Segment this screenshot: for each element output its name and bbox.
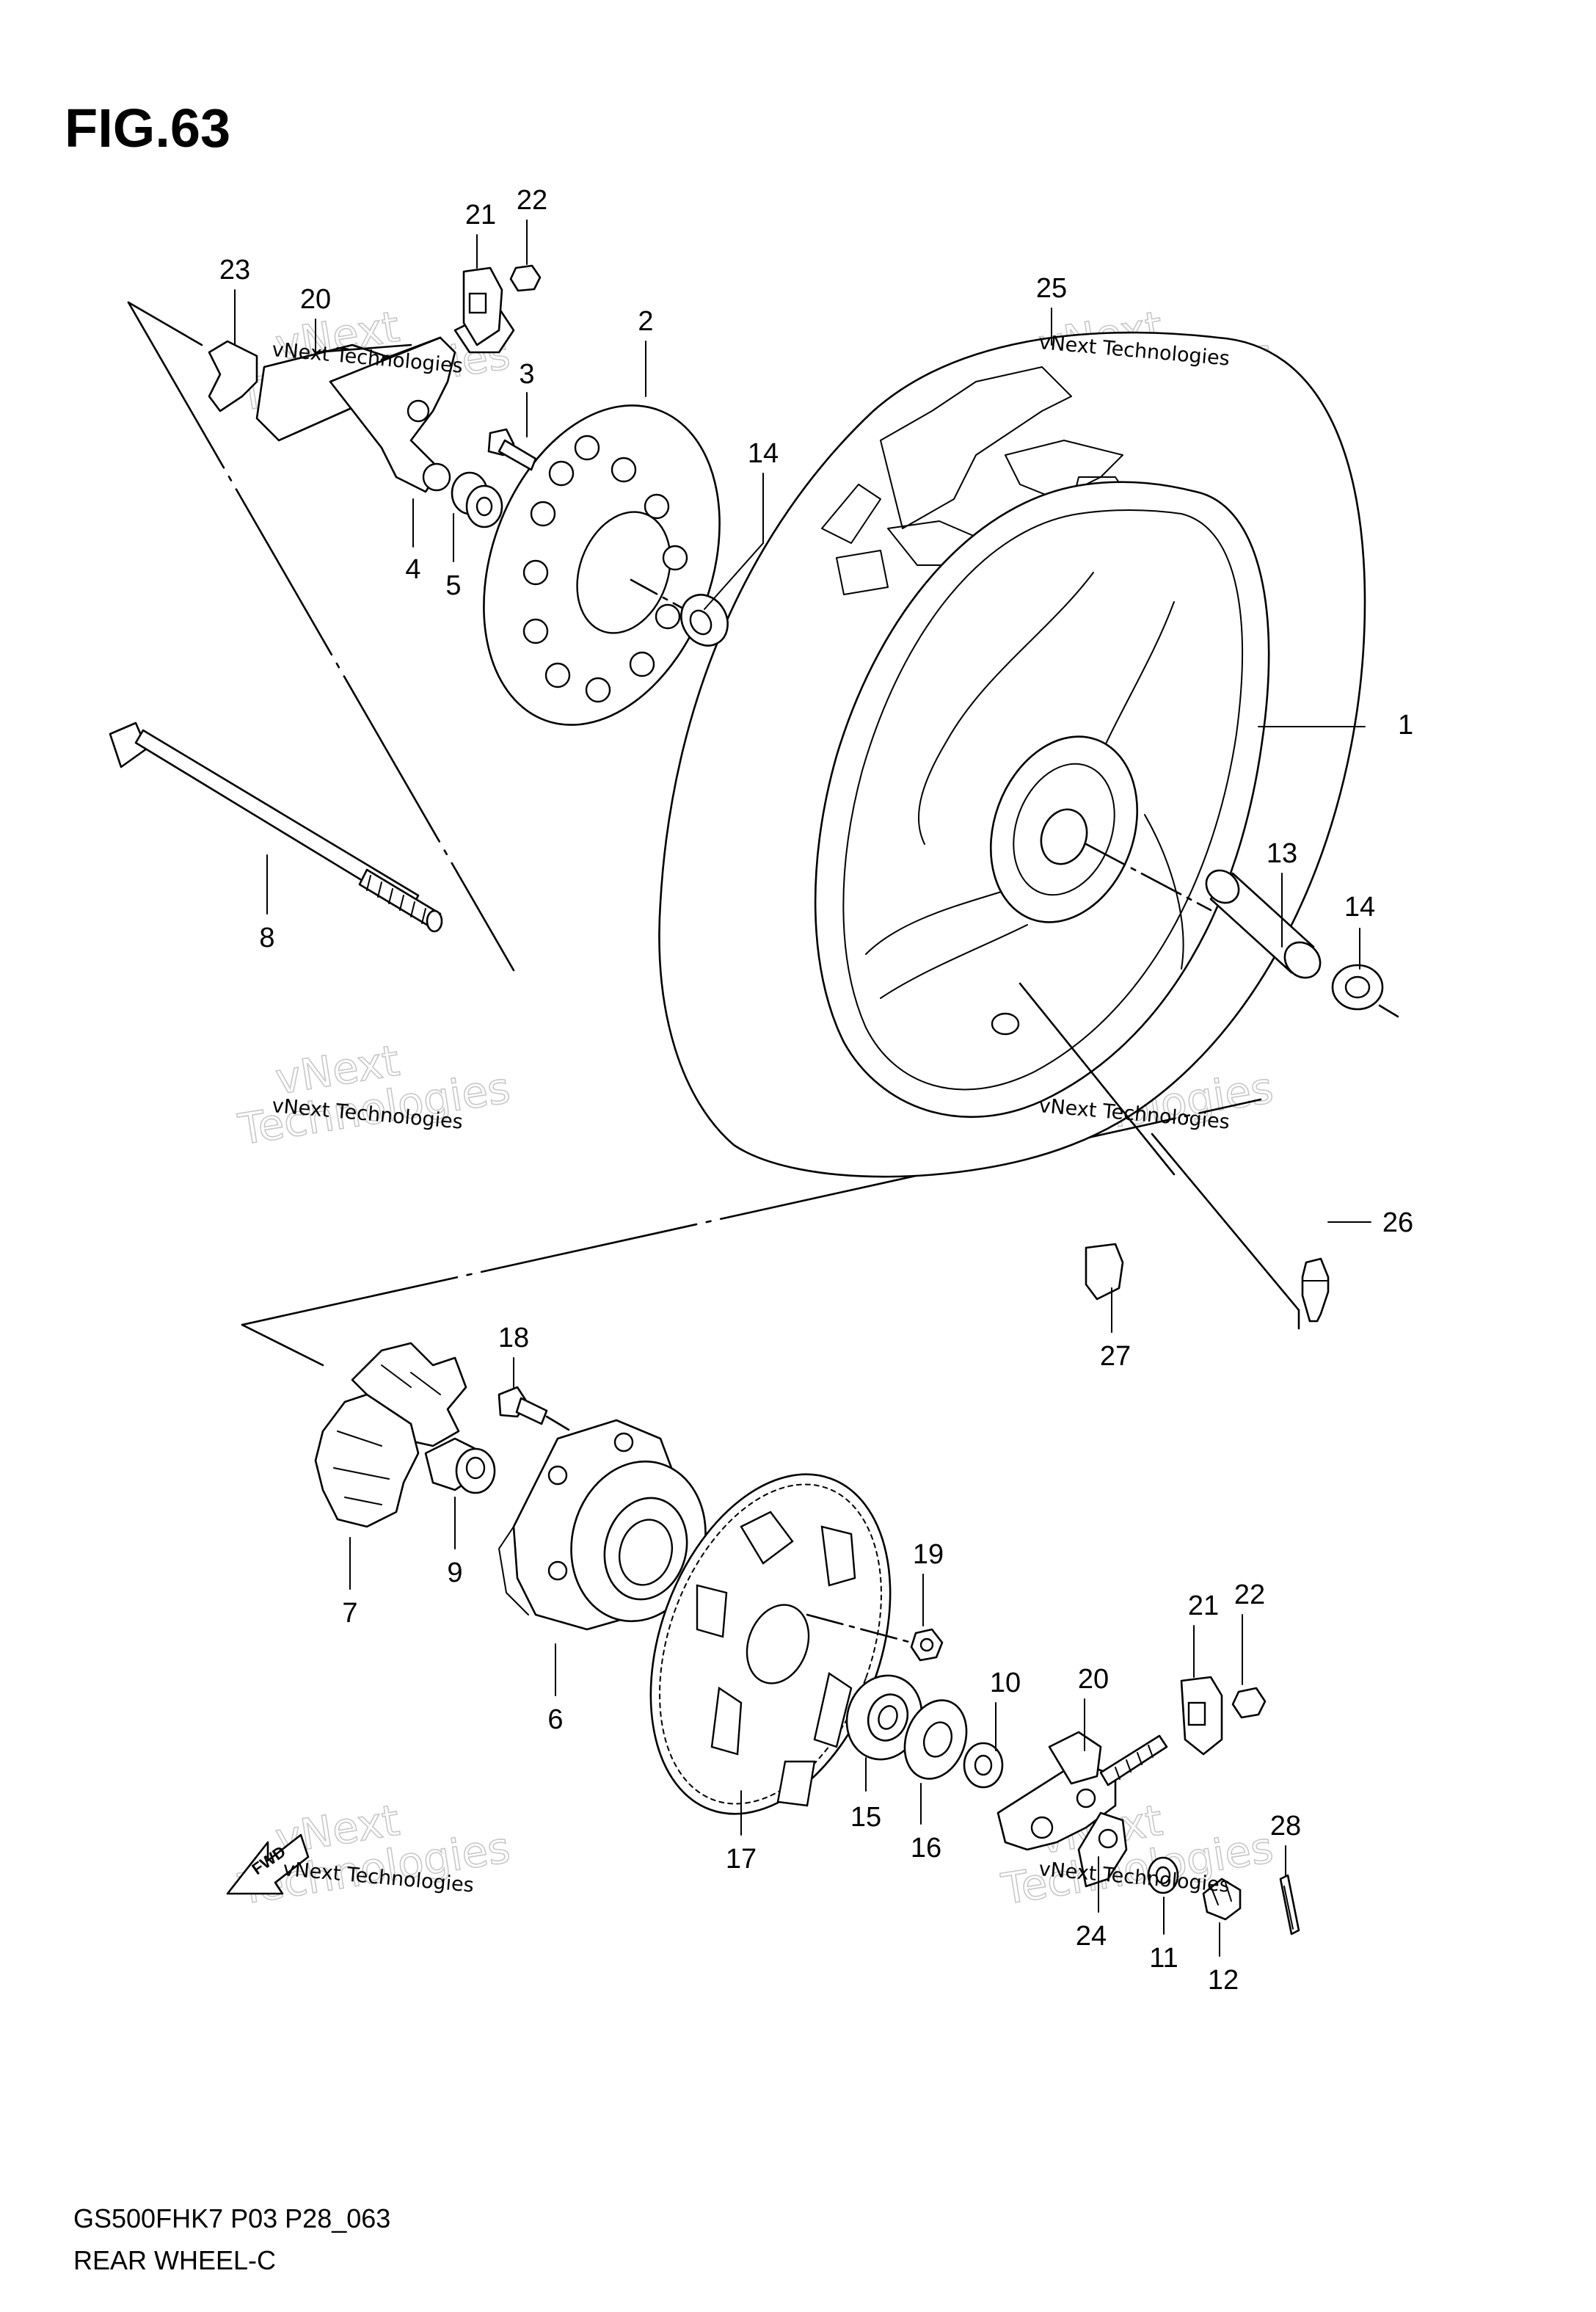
cotter-pin	[1279, 1874, 1300, 1935]
wheel-damper	[314, 1342, 467, 1528]
wheel-spacer	[1205, 869, 1322, 979]
callout: 26	[1382, 1207, 1413, 1238]
brake-disc	[483, 404, 721, 726]
spacer-washer	[903, 1699, 968, 1780]
wheel-bearing-right	[1331, 964, 1399, 1018]
bolt-3	[487, 428, 537, 471]
callout: 5	[445, 570, 461, 601]
callout: 8	[259, 923, 274, 953]
callout: 4	[405, 554, 420, 585]
callout: 18	[498, 1323, 529, 1353]
callout: 28	[1270, 1811, 1301, 1842]
figure-title: FIG.63	[65, 98, 230, 159]
callout: 11	[1149, 1943, 1178, 1974]
axle-nut	[1202, 1877, 1242, 1921]
callout: 23	[219, 255, 250, 286]
callout: 7	[342, 1598, 357, 1629]
callout: 14	[1344, 892, 1375, 923]
collar-5	[451, 471, 503, 528]
callout: 20	[1078, 1664, 1109, 1695]
figure-name: REAR WHEEL-C	[73, 2245, 276, 2275]
callout: 21	[465, 200, 496, 230]
callout: 10	[990, 1668, 1021, 1698]
sprocket-bearing	[845, 1674, 923, 1761]
axle	[109, 721, 443, 933]
sprocket-nut	[910, 1628, 944, 1662]
rear-wheel-rim	[814, 481, 1270, 1119]
callout: 13	[1267, 838, 1297, 869]
callout: 25	[1036, 273, 1067, 304]
chain-adjuster-right	[996, 1731, 1168, 1851]
tire-valve	[1301, 1257, 1330, 1323]
leader-lines	[234, 219, 1371, 1957]
axle-spacer	[963, 1742, 1004, 1789]
chain-adjuster-left	[208, 307, 515, 493]
wheel-bearing-left	[680, 594, 729, 647]
callout: 15	[850, 1802, 881, 1833]
sprocket-drum	[498, 1419, 707, 1631]
callout: 21	[1188, 1591, 1219, 1621]
callout: 19	[913, 1539, 944, 1570]
nut-lower	[1231, 1687, 1267, 1719]
figure-code: GS500FHK7 P03 P28_063	[73, 2203, 390, 2233]
callout: 20	[300, 284, 331, 315]
adjuster-plate	[1077, 1811, 1128, 1888]
watermark: vNext Technologies	[234, 1035, 514, 1155]
callout: 3	[519, 359, 534, 390]
nut-upper	[509, 264, 542, 292]
callout: 12	[1208, 1965, 1239, 1996]
callout: 6	[547, 1704, 563, 1735]
damper-cushion	[424, 1437, 496, 1494]
callouts: 1 2 3 4 5 6 7 8 9 10 11 12 13 14 14 15 1…	[219, 185, 1413, 1996]
sprocket-bolt	[498, 1386, 570, 1431]
callout: 14	[748, 438, 779, 469]
callout: 17	[726, 1844, 757, 1875]
callout: 2	[638, 306, 653, 337]
adjuster-block-upper	[462, 266, 503, 346]
callout: 24	[1076, 1921, 1107, 1952]
callout: 9	[447, 1557, 462, 1588]
balance-weight	[1085, 1243, 1124, 1301]
callout: 22	[517, 185, 547, 216]
callout: 1	[1398, 710, 1413, 741]
callout: 16	[911, 1833, 941, 1864]
adjuster-block-lower	[1180, 1676, 1223, 1756]
callout: 27	[1100, 1341, 1131, 1372]
axle-washer	[1147, 1856, 1179, 1894]
callout: 22	[1234, 1579, 1265, 1610]
